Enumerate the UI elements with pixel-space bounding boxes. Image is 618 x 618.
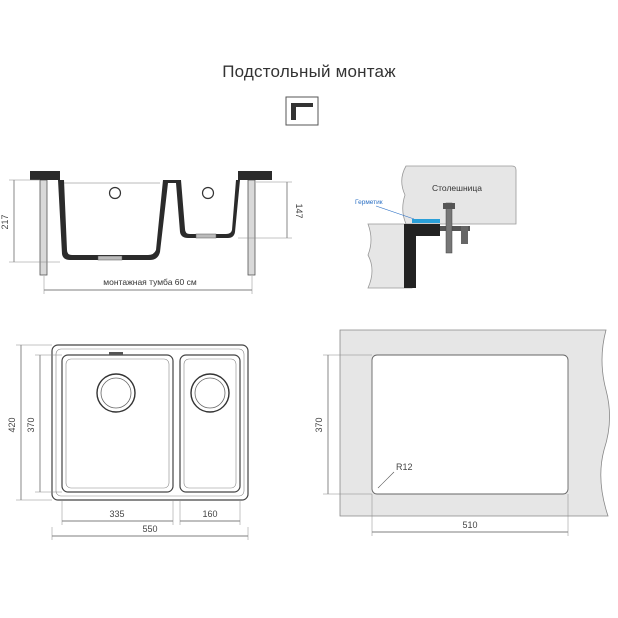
dim-height-217: 217 <box>0 214 10 229</box>
cabinet-label: монтажная тумба 60 см <box>103 277 197 287</box>
dim-depth-420: 420 <box>7 417 17 432</box>
mounting-detail: Столешница Герметик <box>355 165 517 289</box>
dim-total-width-550: 550 <box>142 524 157 534</box>
countertop-label: Столешница <box>432 183 482 193</box>
dim-cutout-width-510: 510 <box>462 520 477 530</box>
dim-height-147: 147 <box>294 203 304 218</box>
sealant-label: Герметик <box>355 199 383 206</box>
dim-cutout-depth-370: 370 <box>314 417 324 432</box>
dim-bowl-depth-370: 370 <box>26 417 36 432</box>
countertop-cutout-plan: R12 370 510 <box>314 329 610 536</box>
dim-main-bowl-335: 335 <box>109 509 124 519</box>
dim-small-bowl-160: 160 <box>202 509 217 519</box>
sink-cross-section: 217 147 монтажная тумба 60 см <box>0 171 304 294</box>
page-title: Подстольный монтаж <box>222 62 396 81</box>
sink-top-plan: 420 370 335 160 550 <box>7 344 249 540</box>
corner-radius-label: R12 <box>396 462 413 472</box>
undermount-icon <box>285 96 319 126</box>
